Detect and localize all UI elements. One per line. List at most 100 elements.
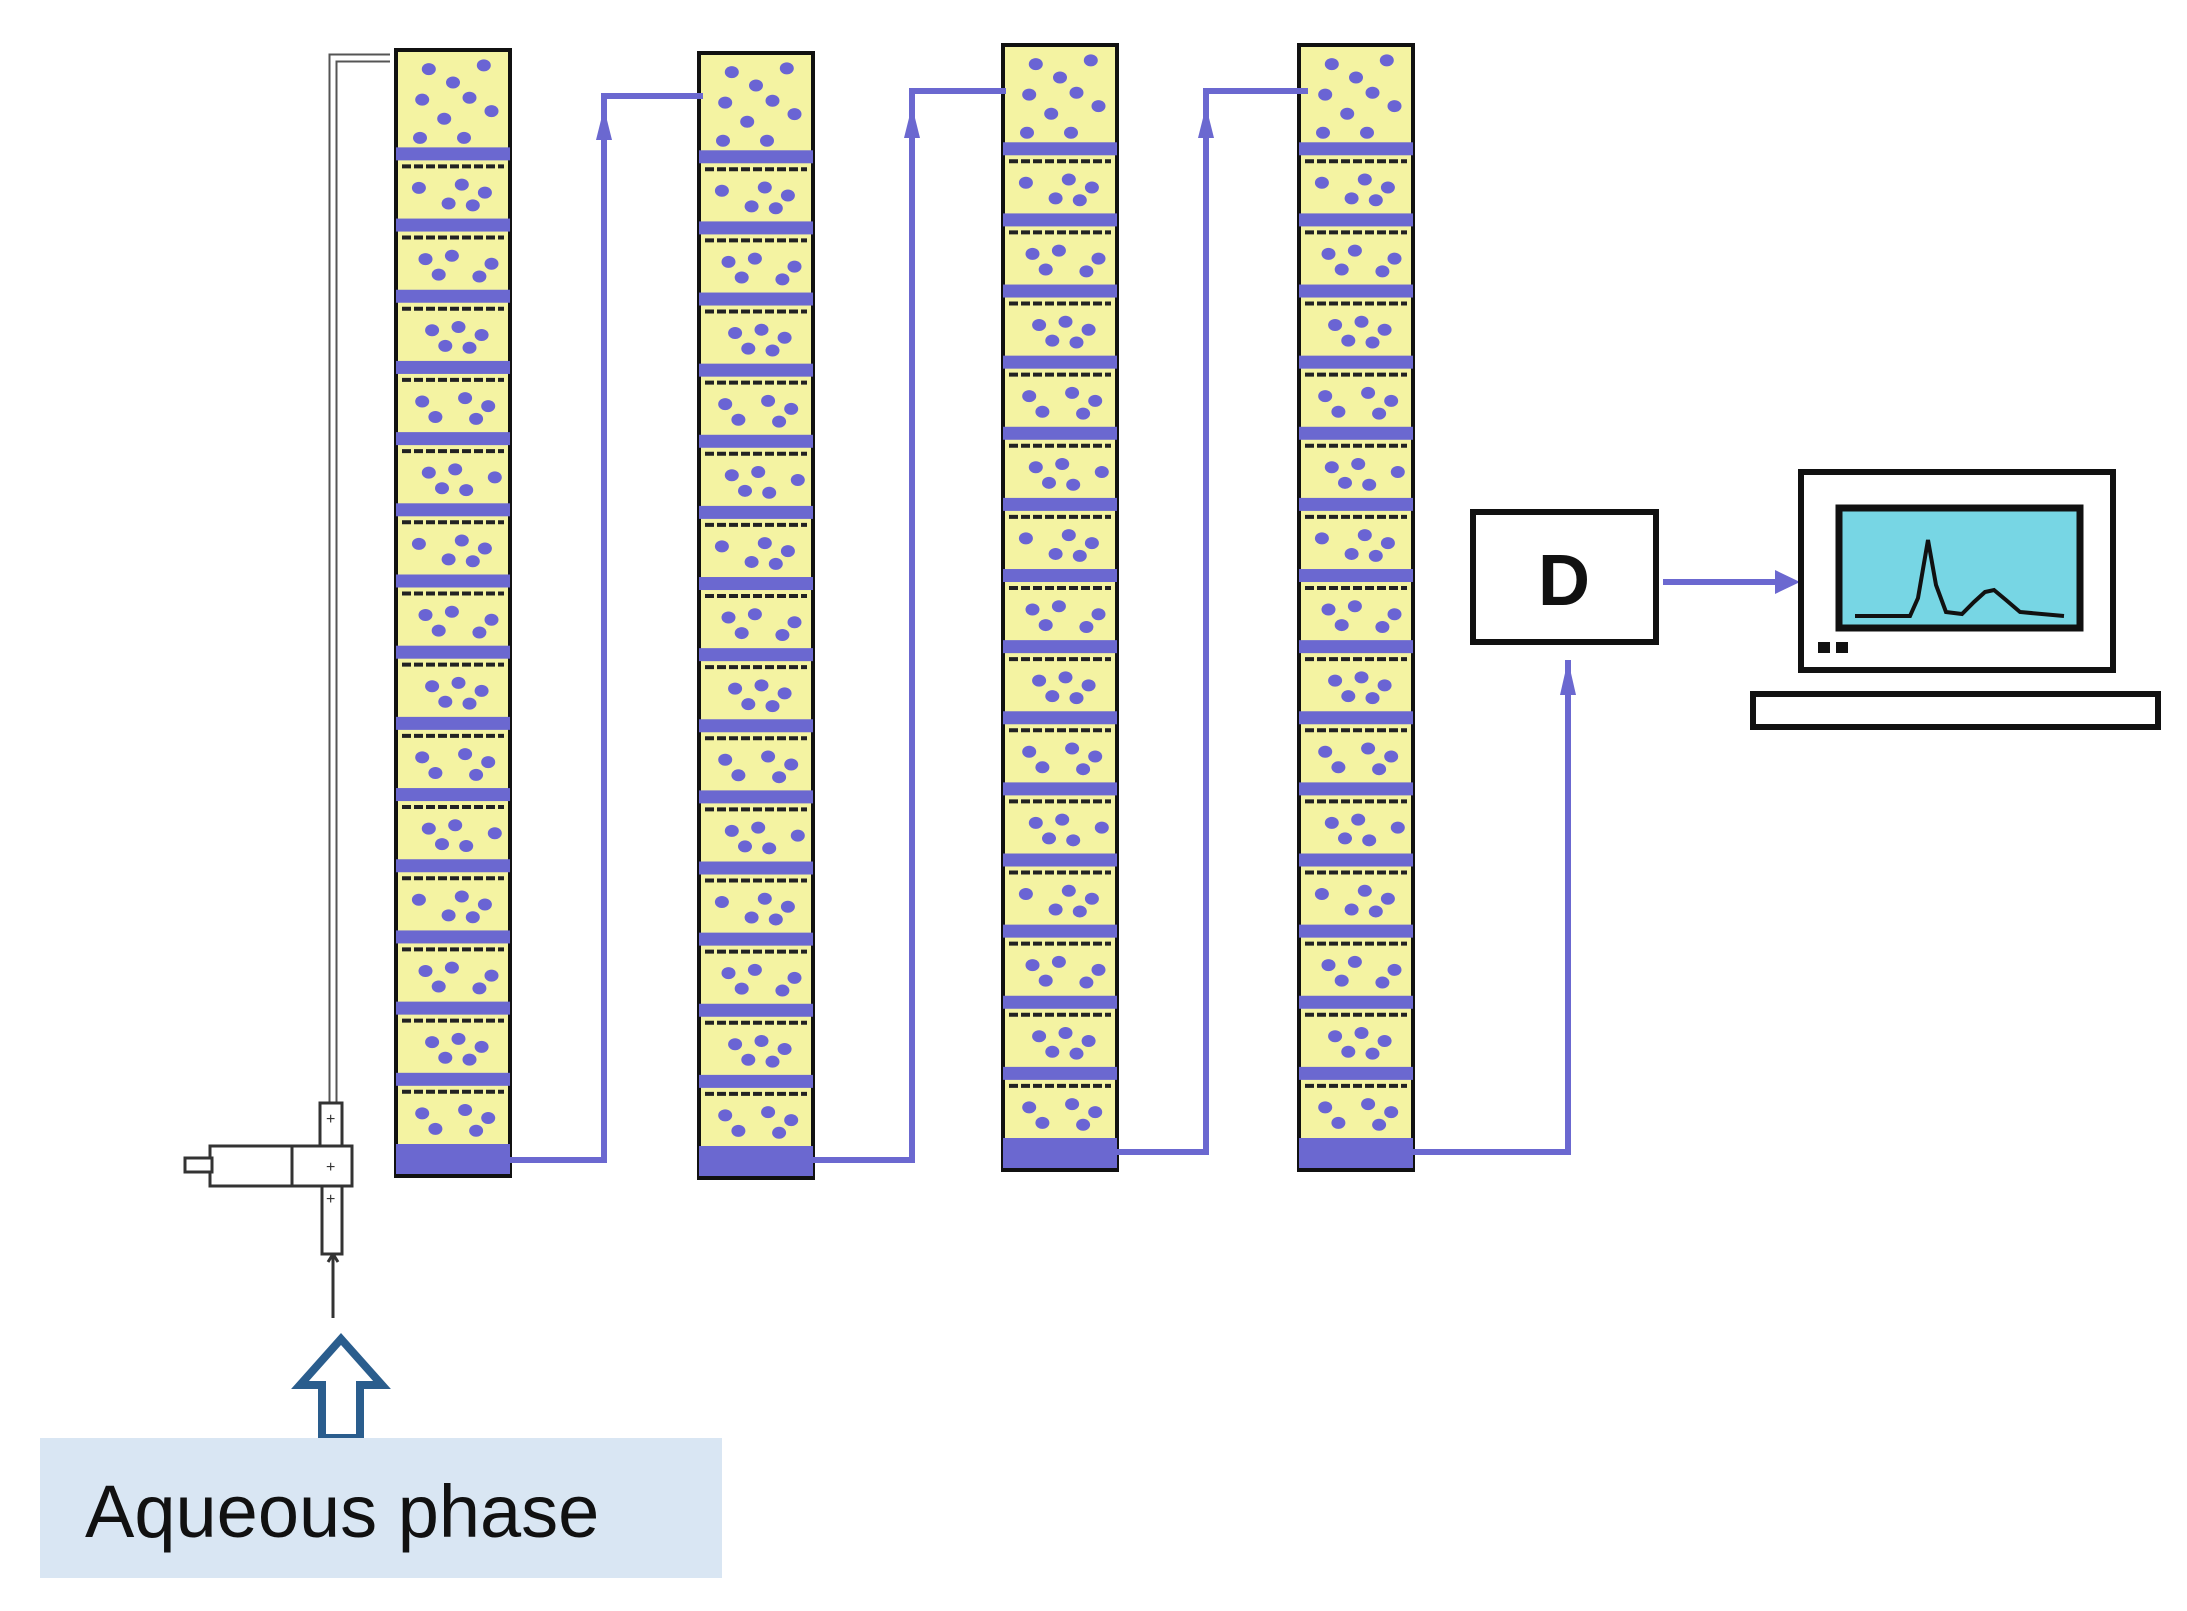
particle (1066, 478, 1081, 491)
detector-label: D (1538, 541, 1590, 621)
cell-separator (1299, 640, 1413, 654)
particle (451, 676, 466, 689)
particle (484, 969, 499, 982)
particle (425, 324, 440, 337)
particle (1372, 407, 1387, 420)
particle (714, 896, 729, 909)
particle (1088, 1106, 1103, 1119)
particle (411, 537, 426, 550)
particle (428, 1122, 443, 1135)
particle (1044, 107, 1059, 120)
particle (1375, 265, 1390, 278)
particle (775, 628, 790, 641)
arrowhead-right (1775, 570, 1800, 594)
column-3 (1001, 43, 1119, 1172)
particle (465, 199, 480, 212)
cell-separator (699, 1074, 813, 1088)
cell-separator (699, 1003, 813, 1017)
particle (765, 344, 780, 357)
injection-valve-icon: + + + (183, 1101, 354, 1318)
cell-separator (1299, 711, 1413, 725)
particle (751, 465, 766, 478)
cell-separator (699, 292, 813, 306)
particle (1380, 892, 1395, 905)
detector-box: D (1470, 509, 1659, 645)
svg-text:+: + (326, 1111, 335, 1128)
particle (1084, 892, 1099, 905)
particle (1048, 903, 1063, 916)
particle (1331, 1116, 1346, 1129)
particle (1334, 974, 1349, 987)
chromatogram-trace (1855, 539, 2065, 618)
particle (1347, 955, 1362, 968)
particle (415, 395, 430, 408)
particle (754, 323, 769, 336)
particle (441, 197, 456, 210)
particle (476, 59, 491, 72)
particle (438, 1051, 453, 1064)
particle (415, 1107, 430, 1120)
particle (1079, 976, 1094, 989)
column-bottom-plate (1299, 1138, 1413, 1168)
particle (1048, 192, 1063, 205)
particle (738, 484, 752, 497)
particle (1387, 100, 1402, 113)
particle (472, 982, 487, 995)
particle (787, 616, 802, 629)
particle (1051, 955, 1066, 968)
particle (1384, 394, 1399, 407)
particle (1072, 549, 1087, 562)
particle (761, 1106, 776, 1119)
cell-separator (396, 360, 510, 374)
particle (1091, 608, 1106, 621)
particle (458, 1104, 473, 1117)
particle (1362, 478, 1377, 491)
particle (1042, 832, 1056, 845)
particle (1084, 537, 1099, 550)
particle (1038, 619, 1053, 632)
particle (1083, 54, 1098, 67)
particle (718, 398, 733, 411)
cell-separator (1299, 497, 1413, 511)
particle (1028, 816, 1043, 829)
particle (775, 273, 790, 286)
particle (787, 971, 802, 984)
particle (741, 698, 756, 711)
particle (740, 115, 755, 128)
particle (1058, 1026, 1073, 1039)
particle (780, 189, 795, 202)
particle (1061, 173, 1076, 186)
particle (1022, 88, 1037, 101)
particle (1045, 334, 1060, 347)
particle (1331, 761, 1346, 774)
particle (1324, 461, 1339, 474)
cell-separator (396, 289, 510, 303)
particle (421, 63, 436, 76)
particle (1354, 671, 1369, 684)
cell-separator (1299, 853, 1413, 867)
particle (1018, 176, 1033, 189)
particle (1347, 244, 1362, 257)
particle (749, 79, 763, 92)
particle (465, 911, 480, 924)
particle (1379, 54, 1394, 67)
particle (1334, 263, 1349, 276)
particle (1324, 58, 1339, 71)
particle (1354, 315, 1369, 328)
particle (1035, 761, 1050, 774)
cell-separator (699, 577, 813, 591)
particle (1377, 679, 1392, 692)
particle (481, 756, 496, 769)
particle (1069, 1047, 1084, 1060)
particle (1372, 1118, 1387, 1131)
particle (1365, 692, 1380, 705)
particle (1091, 100, 1106, 113)
particle (1387, 963, 1402, 976)
particle (451, 1032, 466, 1045)
arrowhead-up-3 (1198, 106, 1214, 138)
cell-separator (396, 716, 510, 730)
particle (1341, 334, 1356, 347)
particle (772, 415, 787, 428)
particle (728, 327, 743, 340)
particle (1344, 903, 1359, 916)
